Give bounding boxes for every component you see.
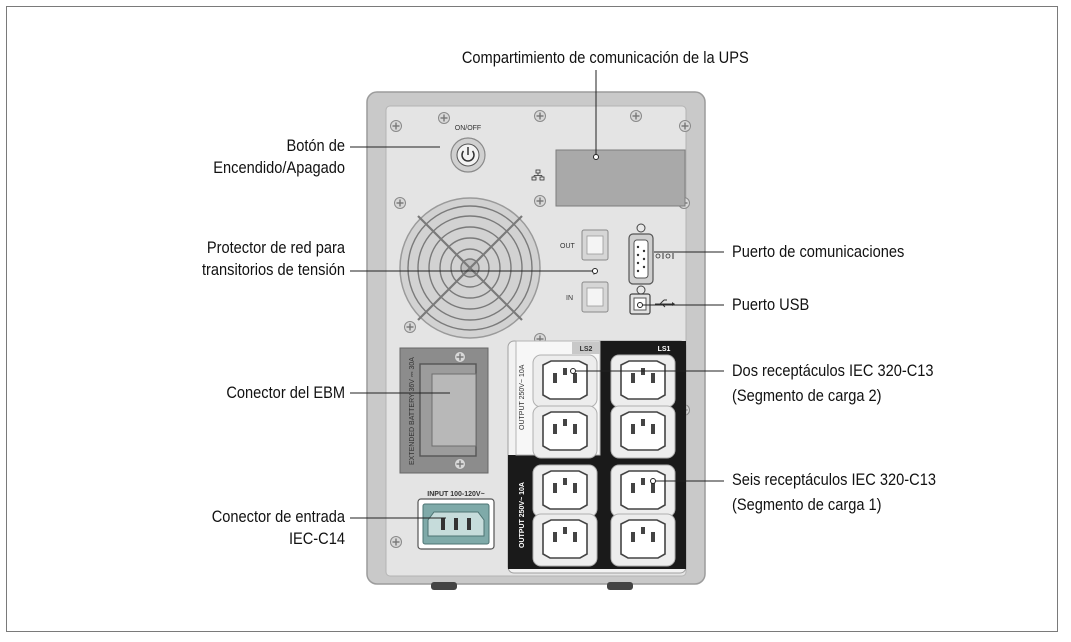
ls2-text: LS2 [580, 346, 593, 353]
on-off-text: ON/OFF [455, 125, 481, 132]
cooling-fan [399, 197, 541, 339]
outlet-ls1-5[interactable] [610, 464, 676, 518]
foot-right [607, 582, 633, 590]
ls1-text: LS1 [658, 346, 671, 353]
serial-port[interactable] [628, 223, 654, 295]
ebm-screw-bottom-icon [453, 457, 467, 471]
outlet-ls2-2[interactable] [532, 405, 598, 459]
ls2-output-rating: OUTPUT 250V~ 10A [519, 364, 526, 430]
ebm-connector[interactable] [399, 347, 489, 474]
outlet-ls1-3[interactable] [532, 464, 598, 518]
label-surge-line2: transitorios de tensión [201, 260, 345, 279]
label-six-receptacles-line1: Seis receptáculos IEC 320-C13 [732, 470, 936, 489]
figure-frame [6, 6, 1058, 632]
ls1-output-rating: OUTPUT 250V~ 10A [519, 482, 526, 548]
leader-dots [570, 154, 656, 484]
label-surge-line1: Protector de red para [206, 238, 345, 257]
ebm-screw-top-icon [453, 350, 467, 364]
leader-lines [350, 70, 724, 519]
power-button[interactable] [450, 137, 486, 173]
out-port-text: OUT [560, 243, 576, 250]
outlet-ls2-1[interactable] [532, 354, 598, 408]
foot-left [431, 582, 457, 590]
label-two-receptacles-line2: (Segmento de carga 2) [732, 386, 882, 405]
label-comm-port: Puerto de comunicaciones [732, 242, 905, 261]
label-two-receptacles-line1: Dos receptáculos IEC 320-C13 [732, 361, 934, 380]
input-rating-text: INPUT 100-120V~ [427, 491, 484, 498]
ebm-rating-text: EXTENDED BATTERY 36V ⎓ 30A [409, 357, 416, 465]
label-input-line1: Conector de entrada [211, 507, 345, 526]
communication-bay[interactable] [555, 149, 686, 207]
outlet-ls1-2[interactable] [610, 405, 676, 459]
label-input-line2: IEC-C14 [288, 529, 345, 548]
network-icon [531, 169, 545, 181]
label-ebm-connector: Conector del EBM [226, 383, 345, 402]
label-six-receptacles-line2: (Segmento de carga 1) [732, 495, 882, 514]
serial-port-icon [655, 253, 674, 259]
label-power-button-line2: Encendido/Apagado [213, 158, 345, 177]
network-surge-protector[interactable] [581, 229, 609, 313]
in-port-text: IN [566, 295, 573, 302]
label-usb-port: Puerto USB [732, 295, 810, 314]
outlet-ls1-4[interactable] [532, 513, 598, 567]
input-connector[interactable] [417, 498, 495, 550]
outlet-ls1-1[interactable] [610, 354, 676, 408]
outlet-ls1-6[interactable] [610, 513, 676, 567]
label-comm-bay: Compartimiento de comunicación de la UPS [461, 48, 749, 67]
label-power-button-line1: Botón de [286, 136, 345, 155]
